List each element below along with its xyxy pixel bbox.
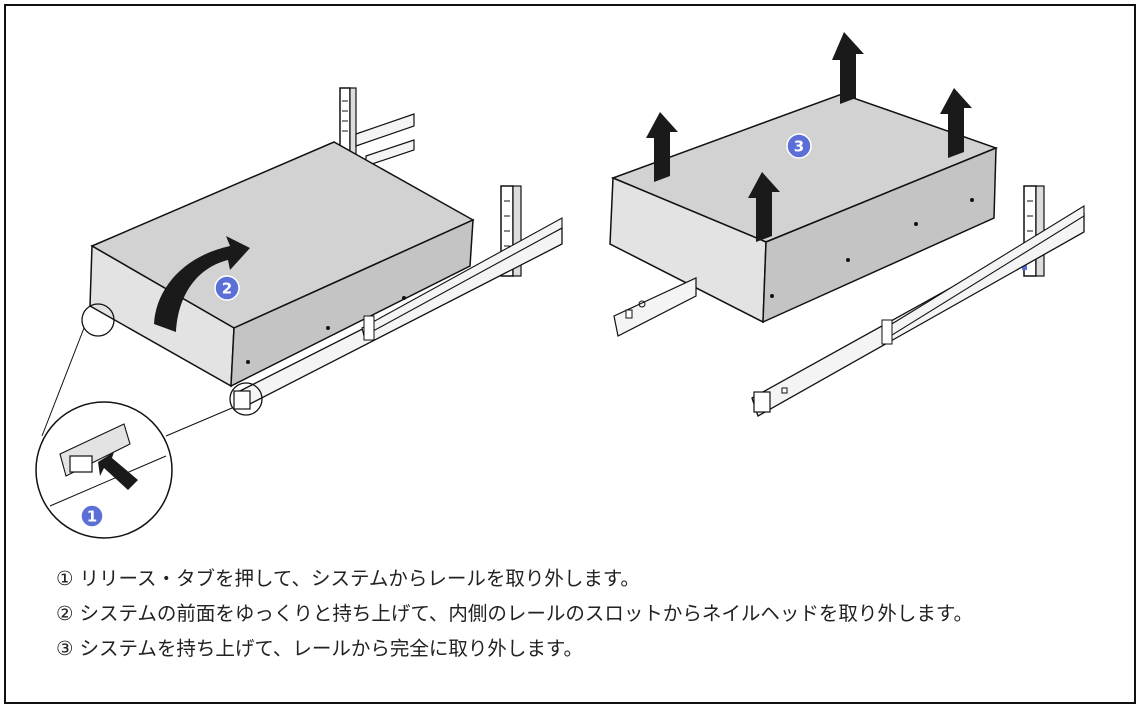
step-1-badge-number: 1 — [87, 508, 97, 526]
step-1-badge — [80, 504, 104, 528]
server-chassis-right — [609, 93, 999, 324]
callout-source-front — [81, 303, 115, 337]
step-3-badge: 3 — [786, 133, 812, 159]
release-tab-callout: 1 — [35, 401, 173, 539]
step-2-badge: 2 — [214, 275, 240, 301]
rotate-arrow — [154, 236, 250, 332]
step-3-number: ③ — [56, 637, 74, 660]
step-1-text: リリース・タブを押して、システムからレールを取り外します。 — [79, 567, 640, 590]
step-2-text: システムの前面をゆっくりと持ち上げて、内側のレールのスロットからネイルヘッドを取… — [79, 602, 973, 625]
step-1-number: ① — [56, 567, 74, 590]
rail-back-left — [355, 113, 415, 167]
server-chassis-left — [89, 141, 475, 388]
lift-arrows — [646, 32, 972, 242]
rail-removal-illustration: 2 1 — [35, 32, 1085, 539]
push-arrow — [98, 452, 138, 490]
slide-rail-right — [751, 205, 1085, 417]
figure-frame: 2 1 — [4, 4, 1136, 704]
step-2-badge-number: 2 — [222, 280, 232, 298]
step-3-badge-number: 3 — [794, 138, 804, 156]
callout-line — [165, 407, 233, 437]
step-3-text: システムを持ち上げて、レールから完全に取り外します。 — [79, 637, 583, 660]
rail-stub-right-panel — [613, 277, 697, 337]
callout-source-release-tab — [229, 382, 263, 416]
slide-rail-left — [233, 217, 563, 410]
callout-line — [41, 327, 85, 437]
step-2-number: ② — [56, 602, 74, 625]
